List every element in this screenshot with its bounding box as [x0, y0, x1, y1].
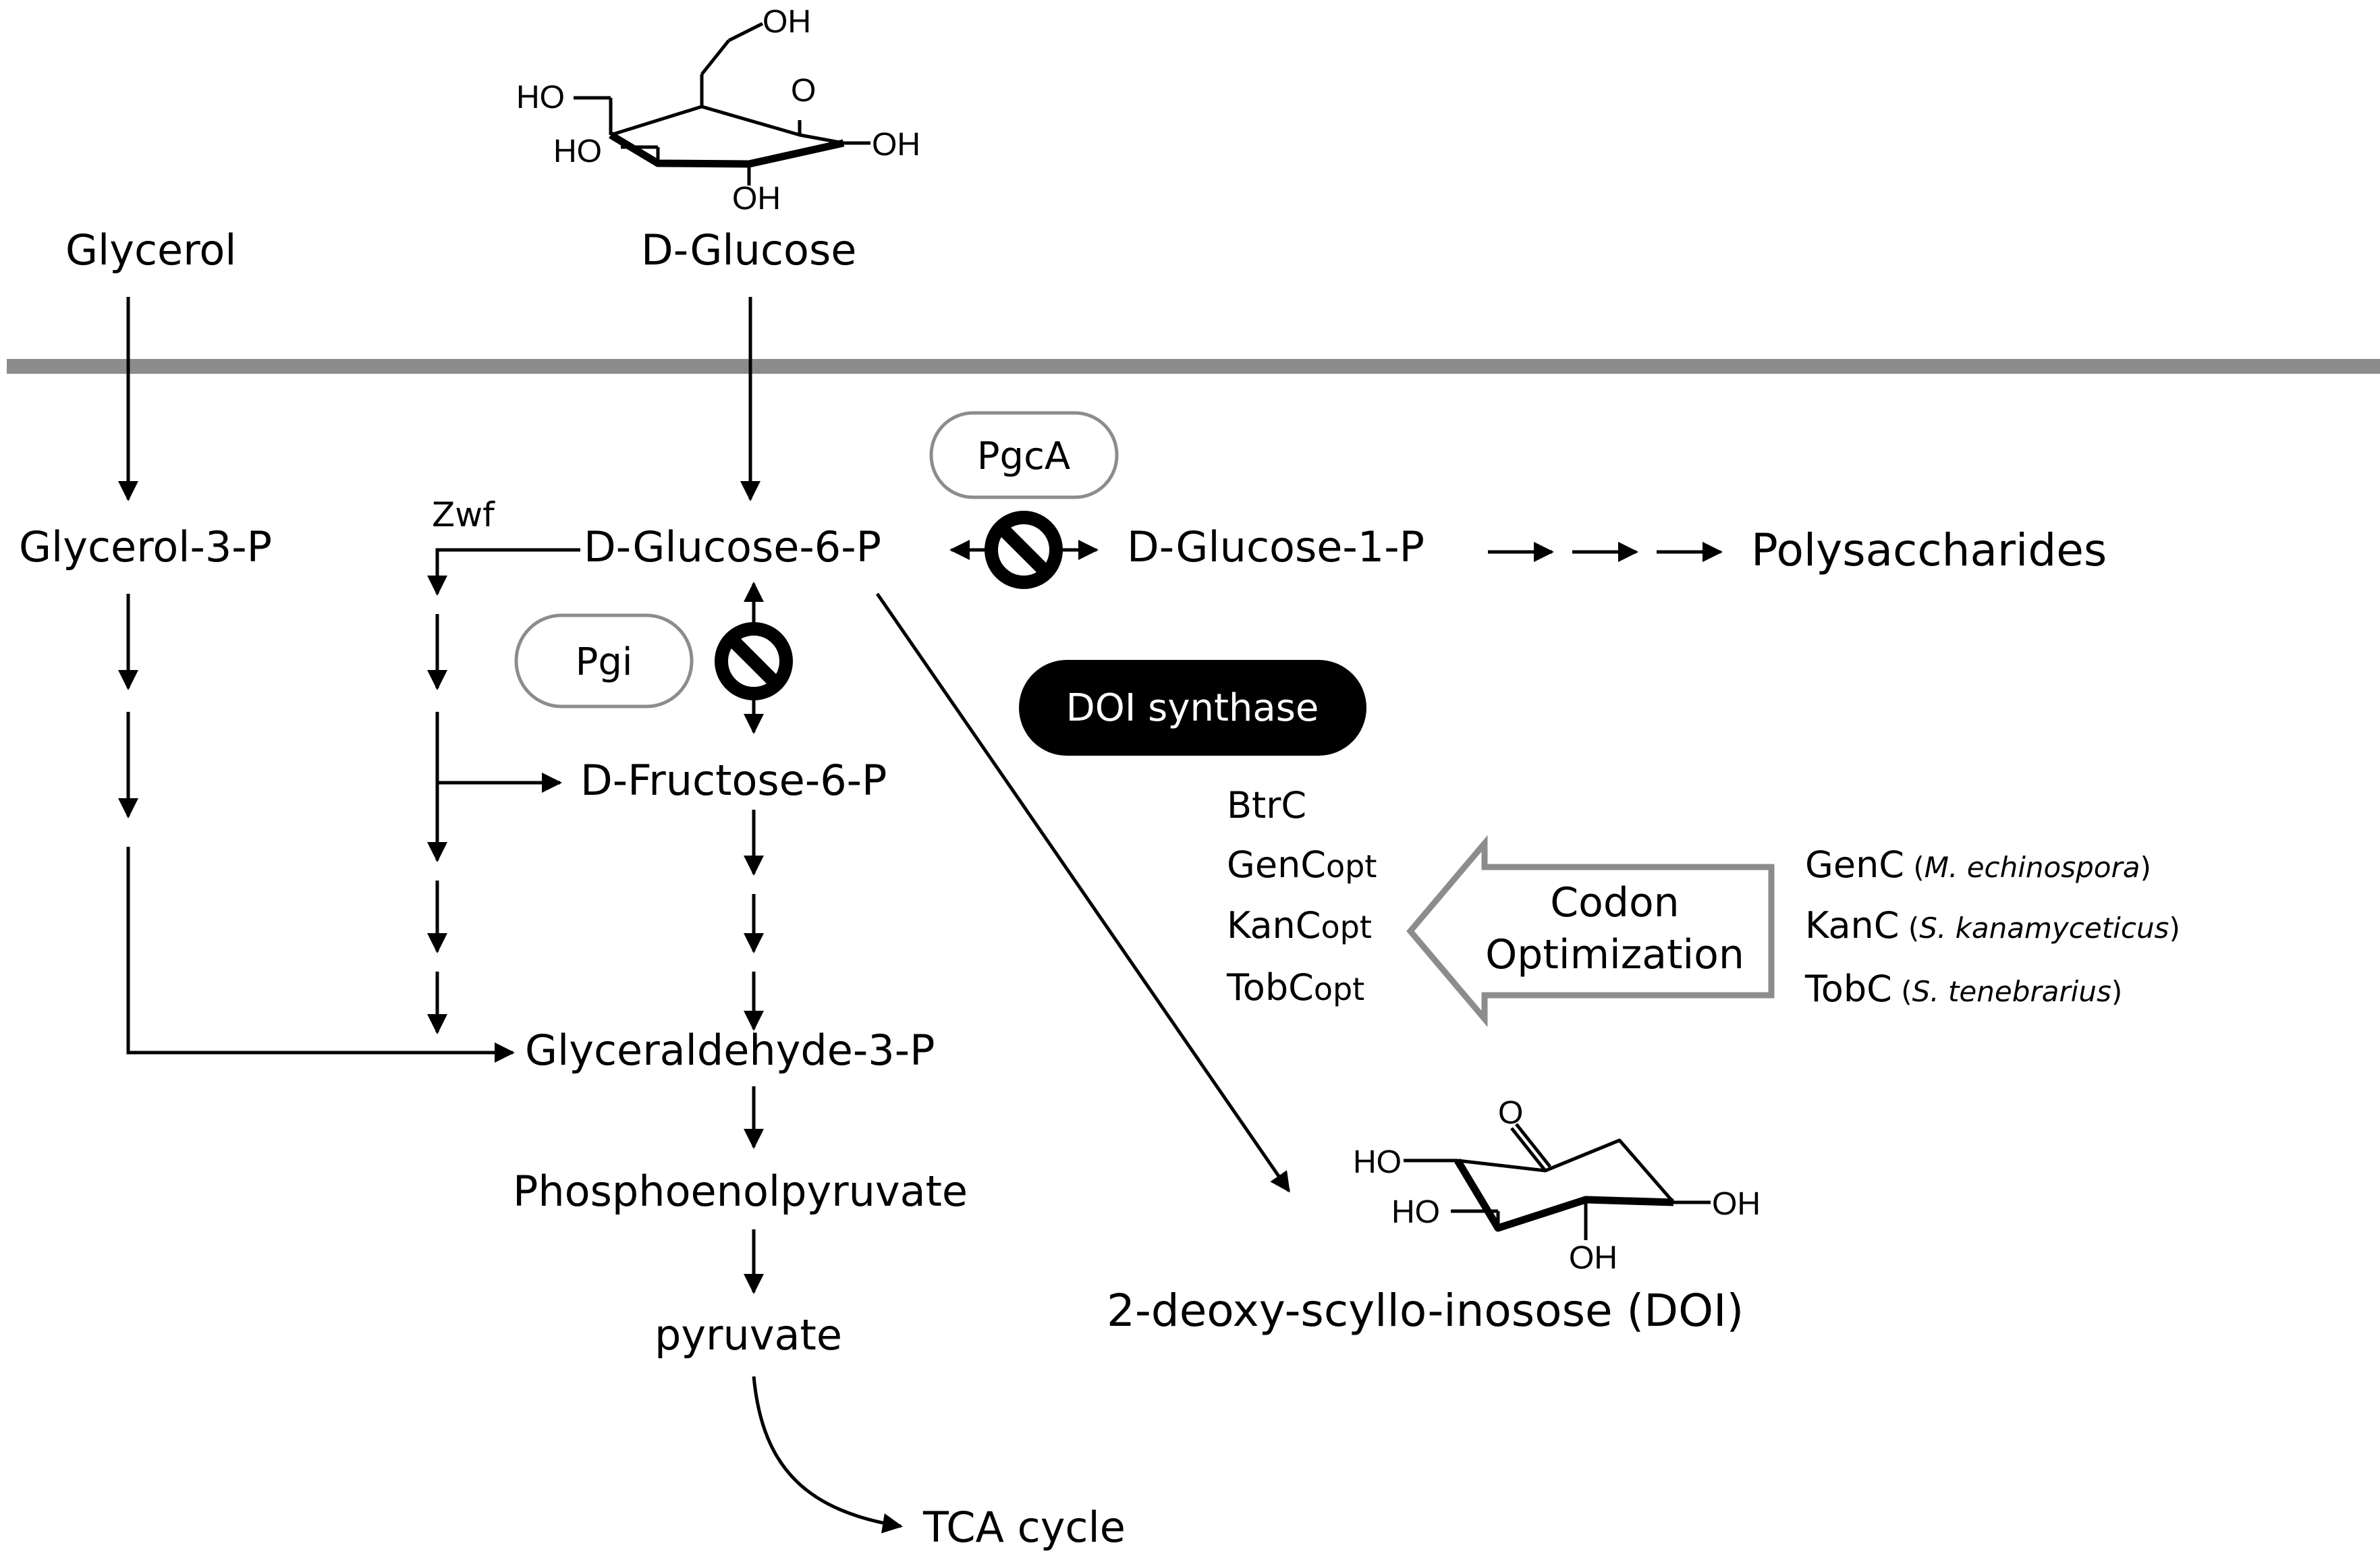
glucose-ho-left-lower: HO	[553, 134, 602, 169]
tca-cycle-label: TCA cycle	[922, 1503, 1126, 1552]
doi-structure	[1404, 1123, 1711, 1240]
doi-synthase-enzyme: DOI synthase	[1019, 660, 1366, 756]
glucose-structure	[574, 22, 870, 186]
btrc-label: BtrC	[1227, 784, 1306, 827]
doi-label: 2-deoxy-scyllo-inosose (DOI)	[1107, 1285, 1744, 1337]
g6p-doi-arrow	[875, 592, 1291, 1193]
fructose-6p-label: D-Fructose-6-P	[580, 756, 887, 805]
pgi-knockout-icon	[715, 622, 793, 700]
doi-ho-top: HO	[1353, 1144, 1402, 1180]
optimization-label: Optimization	[1485, 931, 1744, 978]
tobc-native-label: TobC (S. tenebrarius)	[1804, 968, 2122, 1010]
g3p-label: Glyceraldehyde-3-P	[525, 1026, 935, 1075]
glucose-ho-left: HO	[516, 80, 565, 115]
doi-ho-mid: HO	[1391, 1194, 1440, 1230]
doi-oh-right: OH	[1712, 1186, 1761, 1222]
doi-oh-bottom: OH	[1569, 1240, 1617, 1276]
glucose-oh-right: OH	[872, 127, 920, 163]
tobcopt-label: TobCopt	[1226, 966, 1364, 1009]
gencopt-label: GenCopt	[1227, 843, 1377, 886]
pgca-label: PgcA	[977, 435, 1070, 478]
glycerol-3p-label: Glycerol-3-P	[19, 522, 272, 571]
pyruvate-label: pyruvate	[655, 1310, 842, 1360]
pgi-label: Pgi	[576, 640, 633, 684]
zwf-branch-arrows	[427, 548, 580, 1034]
codon-label: Codon	[1550, 879, 1679, 926]
d-glucose-label: D-Glucose	[641, 225, 856, 275]
pgi-enzyme: Pgi	[514, 613, 694, 708]
kanc-native-label: KanC (S. kanamyceticus)	[1805, 904, 2180, 947]
glycerol-label: Glycerol	[65, 225, 236, 275]
polysaccharides-label: Polysaccharides	[1751, 524, 2107, 576]
uptake-arrows	[118, 297, 760, 501]
zwf-label: Zwf	[432, 495, 495, 534]
glycerol-pathway-arrows	[118, 594, 515, 1063]
glucose-6p-label: D-Glucose-6-P	[584, 522, 881, 571]
glucose-oh-bottom: OH	[732, 181, 781, 217]
kancopt-label: KanCopt	[1227, 904, 1372, 947]
pep-label: Phosphoenolpyruvate	[513, 1167, 968, 1216]
genc-native-label: GenC (M. echinospora)	[1805, 843, 2151, 886]
doi-synthase-label: DOI synthase	[1066, 686, 1319, 730]
glucose-oh-top: OH	[763, 4, 811, 40]
pgca-knockout-icon	[985, 511, 1063, 589]
glycolysis-arrows	[744, 810, 903, 1534]
glucose-ring-oxygen: O	[791, 73, 816, 109]
codon-optimization-arrow: Codon Optimization	[1406, 835, 1775, 1028]
doi-carbonyl-oxygen: O	[1498, 1095, 1523, 1131]
glucose-1p-label: D-Glucose-1-P	[1127, 522, 1424, 571]
pgca-enzyme: PgcA	[929, 411, 1119, 499]
